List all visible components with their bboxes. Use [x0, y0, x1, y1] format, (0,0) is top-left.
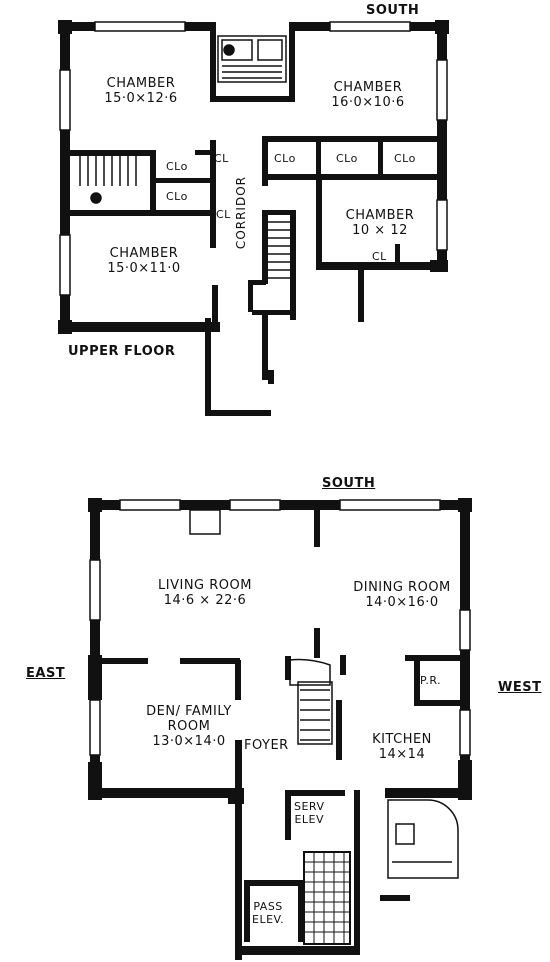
main-stair — [289, 658, 333, 745]
room-label-chamber-e: CHAMBER 10 × 12 — [332, 208, 428, 238]
closet-label: CLo — [166, 160, 188, 173]
room-label-chamber-nw: CHAMBER 15·0×12·6 — [96, 76, 186, 106]
closet-label: CLo — [336, 152, 358, 165]
room-size: 14·0×16·0 — [365, 595, 439, 610]
main-orientation-east: EAST — [26, 666, 66, 681]
closet-label: CL — [214, 152, 229, 165]
room-size: 15·0×12·6 — [104, 91, 178, 106]
closet-label: CLo — [394, 152, 416, 165]
room-size: 10 × 12 — [352, 223, 408, 238]
powder-room-label: P.R. — [420, 674, 442, 687]
room-label-kitchen: KITCHEN 14×14 — [362, 732, 442, 762]
room-name: DINING ROOM — [353, 580, 451, 595]
service-elevator-label: SERV ELEV — [294, 800, 325, 826]
corridor-label: CORRIDOR — [234, 176, 248, 250]
upper-floor-title: UPPER FLOOR — [68, 344, 176, 359]
upper-stair-treads — [268, 221, 290, 279]
room-name: CHAMBER — [106, 76, 176, 91]
grated-shaft — [303, 851, 351, 945]
service-elevator-line1: SERV — [294, 800, 325, 813]
room-label-den-family-room: DEN/ FAMILY ROOM 13·0×14·0 — [130, 704, 248, 749]
room-size: 14·6 × 22·6 — [163, 593, 247, 608]
passenger-elevator-line2: ELEV. — [252, 913, 285, 926]
room-label-chamber-sw: CHAMBER 15·0×11·0 — [96, 246, 192, 276]
closet-label: CL — [372, 250, 387, 263]
kitchen-fixtures — [387, 799, 459, 879]
passenger-elevator-line1: PASS — [253, 900, 283, 913]
main-orientation-west: WEST — [498, 680, 542, 695]
room-name: CHAMBER — [333, 80, 403, 95]
upper-west-stair-treads — [79, 156, 137, 204]
room-name: KITCHEN — [372, 732, 432, 747]
room-name: CHAMBER — [109, 246, 179, 261]
closet-label: CL — [216, 208, 231, 221]
service-elevator-line2: ELEV — [294, 813, 325, 826]
main-floor-windows — [89, 499, 471, 756]
main-orientation-south: SOUTH — [322, 476, 376, 491]
room-name: LIVING ROOM — [158, 578, 252, 593]
upper-orientation-south: SOUTH — [366, 3, 420, 18]
room-label-living-room: LIVING ROOM 14·6 × 22·6 — [140, 578, 270, 608]
upper-bath-fixtures — [217, 35, 287, 83]
room-size: 14×14 — [378, 747, 426, 762]
upper-floor-walls — [58, 20, 449, 416]
closet-label: CLo — [166, 190, 188, 203]
room-size: 13·0×14·0 — [152, 734, 226, 749]
room-size: 15·0×11·0 — [107, 261, 181, 276]
room-label-chamber-ne: CHAMBER 16·0×10·6 — [320, 80, 416, 110]
upper-floor-windows — [59, 21, 448, 296]
closet-label: CLo — [274, 152, 296, 165]
foyer-label: FOYER — [244, 738, 289, 753]
passenger-elevator-label: PASS ELEV. — [252, 900, 284, 926]
room-name: CHAMBER — [345, 208, 415, 223]
room-label-dining-room: DINING ROOM 14·0×16·0 — [342, 580, 462, 610]
room-size: 16·0×10·6 — [331, 95, 405, 110]
room-name: DEN/ FAMILY ROOM — [146, 704, 232, 734]
